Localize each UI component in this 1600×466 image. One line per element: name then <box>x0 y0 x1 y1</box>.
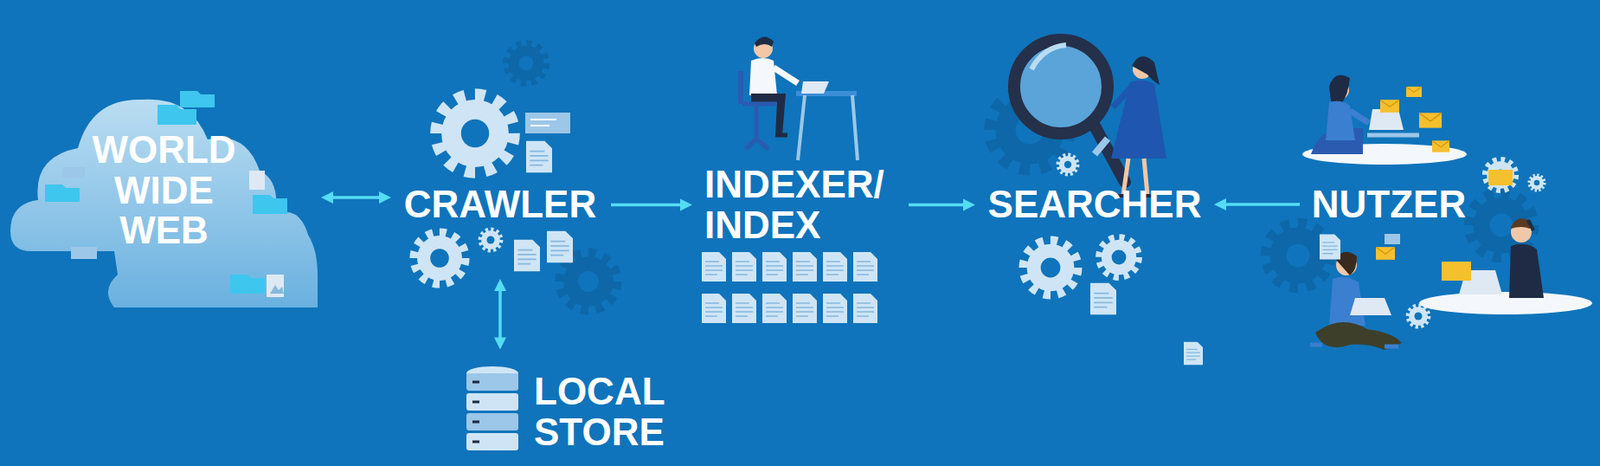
process-label: INDEXER/ INDEX <box>699 161 902 249</box>
arrow-line <box>908 203 967 207</box>
arrow-head <box>1214 198 1227 211</box>
arrow-line <box>1222 202 1300 206</box>
flow-arrow <box>321 191 392 204</box>
node-text: SEARCHER <box>988 184 1202 225</box>
arrow-line <box>610 203 684 207</box>
flow-arrow <box>1214 198 1300 211</box>
arrow-line <box>498 287 502 341</box>
arrow-head <box>963 199 976 212</box>
process-label: SEARCHER <box>982 178 1208 231</box>
node-text: CRAWLER <box>404 184 597 225</box>
actor-label: NUTZER <box>1306 178 1472 231</box>
arrow-head <box>494 278 507 349</box>
flow-arrow <box>610 199 693 212</box>
arrow-line <box>329 195 383 200</box>
flow-arrow <box>494 278 507 349</box>
storage-label: LOCAL STORE <box>462 369 678 454</box>
node-text: LOCAL STORE <box>533 371 673 452</box>
node-text: WORLD WIDE WEB <box>85 129 244 251</box>
cloud-node: WORLD WIDE WEB <box>10 73 318 308</box>
arrow-head <box>680 199 693 212</box>
flow-arrow <box>908 199 976 212</box>
node-text: INDEXER/ INDEX <box>704 164 895 245</box>
arrow-head <box>321 191 392 204</box>
process-label: CRAWLER <box>396 178 605 231</box>
node-text: NUTZER <box>1311 184 1466 225</box>
